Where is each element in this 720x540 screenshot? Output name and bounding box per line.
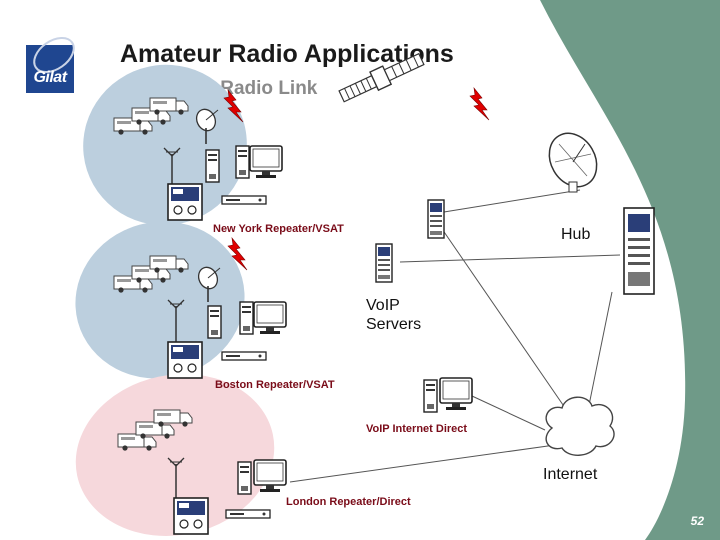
network-lines — [289, 189, 621, 483]
voip-servers-label: VoIP Servers — [366, 296, 421, 334]
satellite-icon — [338, 52, 425, 103]
corner-decoration — [540, 0, 720, 540]
new-york-label: New York Repeater/VSAT — [213, 223, 344, 235]
voip-direct-monitor-icon — [439, 377, 473, 411]
hub-dish-icon — [548, 132, 598, 193]
hub-label: Hub — [561, 226, 591, 243]
voip-servers-line1: VoIP — [366, 297, 400, 314]
voip-direct-tower-icon — [423, 379, 438, 413]
voip-server-icon — [375, 243, 393, 283]
london-zone — [75, 374, 275, 536]
hub-server-icon — [623, 207, 655, 295]
voip-servers-line2: Servers — [366, 316, 422, 333]
page-number: 52 — [690, 514, 704, 528]
boston-zone — [75, 221, 245, 379]
new-york-zone — [83, 64, 247, 226]
company-logo: Gilat — [26, 36, 75, 93]
london-label: London Repeater/Direct — [286, 496, 411, 508]
logo-text: Gilat — [33, 69, 67, 86]
internet-label: Internet — [543, 466, 598, 483]
lightning-icon — [469, 87, 490, 121]
voip-server-icon — [427, 199, 445, 239]
voip-direct-label: VoIP Internet Direct — [366, 423, 468, 435]
boston-label: Boston Repeater/VSAT — [215, 379, 335, 391]
internet-cloud-icon — [545, 396, 615, 456]
